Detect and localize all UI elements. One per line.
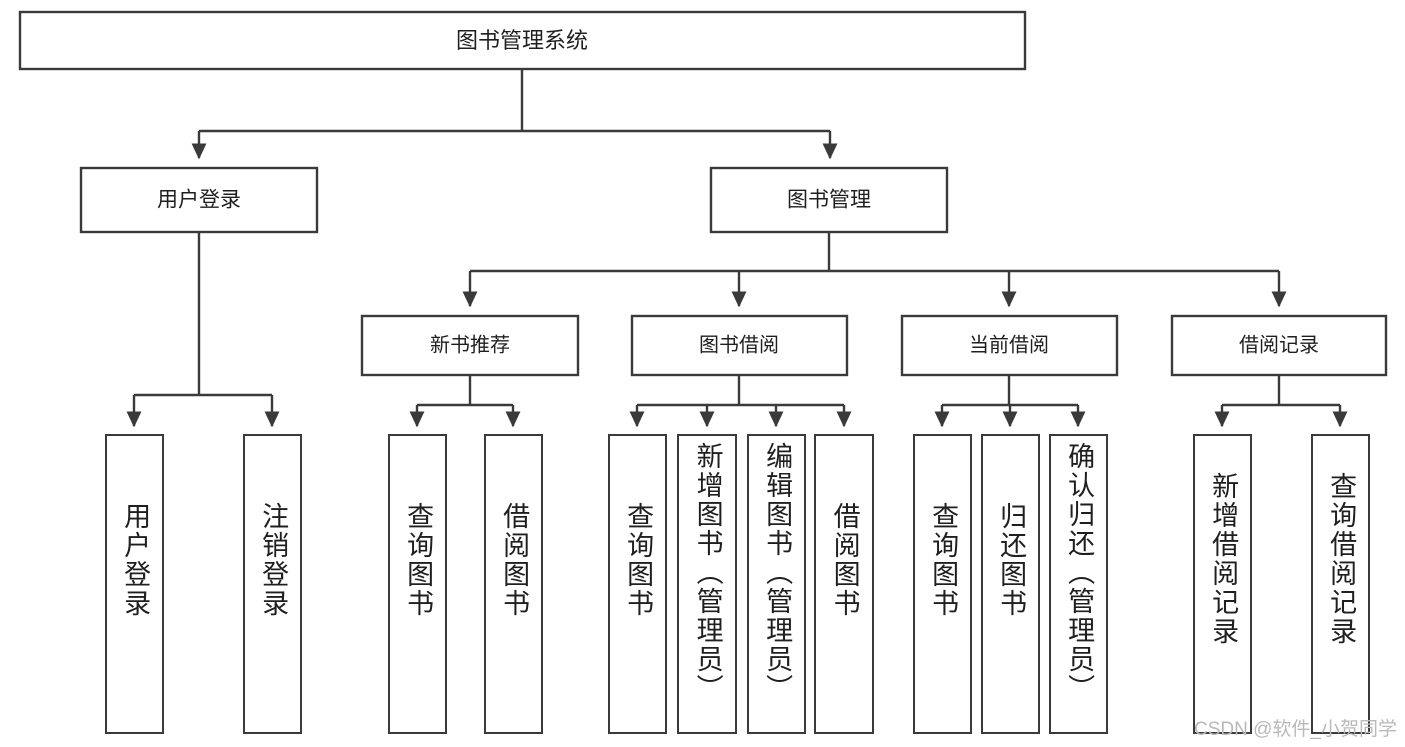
leaf-label-logout: 注销登录 [258, 502, 289, 618]
leaf-label-query-book-recommend: 查询图书 [403, 502, 434, 618]
connector-book-borrow-to-leaves [629, 375, 852, 428]
leaf-label-return-book: 归还图书 [996, 502, 1027, 618]
leaf-label-query-borrow-record: 查询借阅记录 [1326, 472, 1357, 646]
leaf-label-edit-book-admin: 编辑图书（管理员） [762, 442, 793, 703]
node-new-book-recommend-label: 新书推荐 [430, 333, 510, 356]
leaf-box-add-book-admin[interactable]: 新增图书（管理员） [677, 434, 737, 734]
connector-new-book-recommend-to-leaves [409, 375, 521, 428]
node-user-login-label: 用户登录 [157, 189, 241, 212]
leaf-box-query-book-recommend[interactable]: 查询图书 [388, 434, 447, 734]
connector-user-login-to-leaves [126, 232, 280, 428]
connector-book-management-to-level2 [462, 232, 1287, 308]
node-borrow-record-label: 借阅记录 [1239, 333, 1319, 356]
node-current-borrow-label: 当前借阅 [969, 333, 1049, 356]
node-book-management-label: 图书管理 [787, 189, 871, 212]
leaf-label-confirm-return-admin: 确认归还（管理员） [1064, 442, 1095, 703]
node-book-borrow[interactable]: 图书借阅 [630, 314, 849, 377]
leaf-label-borrow-book-recommend: 借阅图书 [499, 502, 530, 618]
leaf-label-user-login: 用户登录 [120, 502, 151, 618]
node-new-book-recommend[interactable]: 新书推荐 [360, 314, 580, 377]
leaf-box-query-book[interactable]: 查询图书 [608, 434, 667, 734]
leaf-label-add-borrow-record: 新增借阅记录 [1208, 472, 1239, 646]
leaf-label-query-book: 查询图书 [623, 502, 654, 618]
node-root-label: 图书管理系统 [456, 28, 588, 53]
node-current-borrow[interactable]: 当前借阅 [900, 314, 1119, 377]
leaf-box-return-book[interactable]: 归还图书 [981, 434, 1040, 734]
node-book-management[interactable]: 图书管理 [709, 166, 949, 234]
node-user-login[interactable]: 用户登录 [79, 166, 319, 234]
connector-borrow-record-to-leaves [1214, 375, 1348, 428]
connector-root-to-level1 [191, 69, 838, 160]
node-book-borrow-label: 图书借阅 [699, 333, 779, 356]
leaf-label-query-book-current: 查询图书 [928, 502, 959, 618]
leaf-box-confirm-return-admin[interactable]: 确认归还（管理员） [1049, 434, 1108, 734]
leaf-label-borrow-book: 借阅图书 [829, 502, 860, 618]
leaf-label-add-book-admin: 新增图书（管理员） [692, 442, 723, 703]
leaf-box-edit-book-admin[interactable]: 编辑图书（管理员） [747, 434, 806, 734]
node-root[interactable]: 图书管理系统 [18, 10, 1027, 71]
leaf-box-logout[interactable]: 注销登录 [243, 434, 302, 734]
leaf-box-borrow-book[interactable]: 借阅图书 [814, 434, 874, 734]
leaf-box-query-book-current[interactable]: 查询图书 [913, 434, 972, 734]
leaf-box-add-borrow-record[interactable]: 新增借阅记录 [1193, 434, 1252, 734]
leaf-box-borrow-book-recommend[interactable]: 借阅图书 [484, 434, 543, 734]
leaf-box-query-borrow-record[interactable]: 查询借阅记录 [1311, 434, 1370, 734]
connector-current-borrow-to-leaves [934, 375, 1086, 428]
leaf-box-user-login[interactable]: 用户登录 [105, 434, 164, 734]
node-borrow-record[interactable]: 借阅记录 [1170, 314, 1388, 377]
